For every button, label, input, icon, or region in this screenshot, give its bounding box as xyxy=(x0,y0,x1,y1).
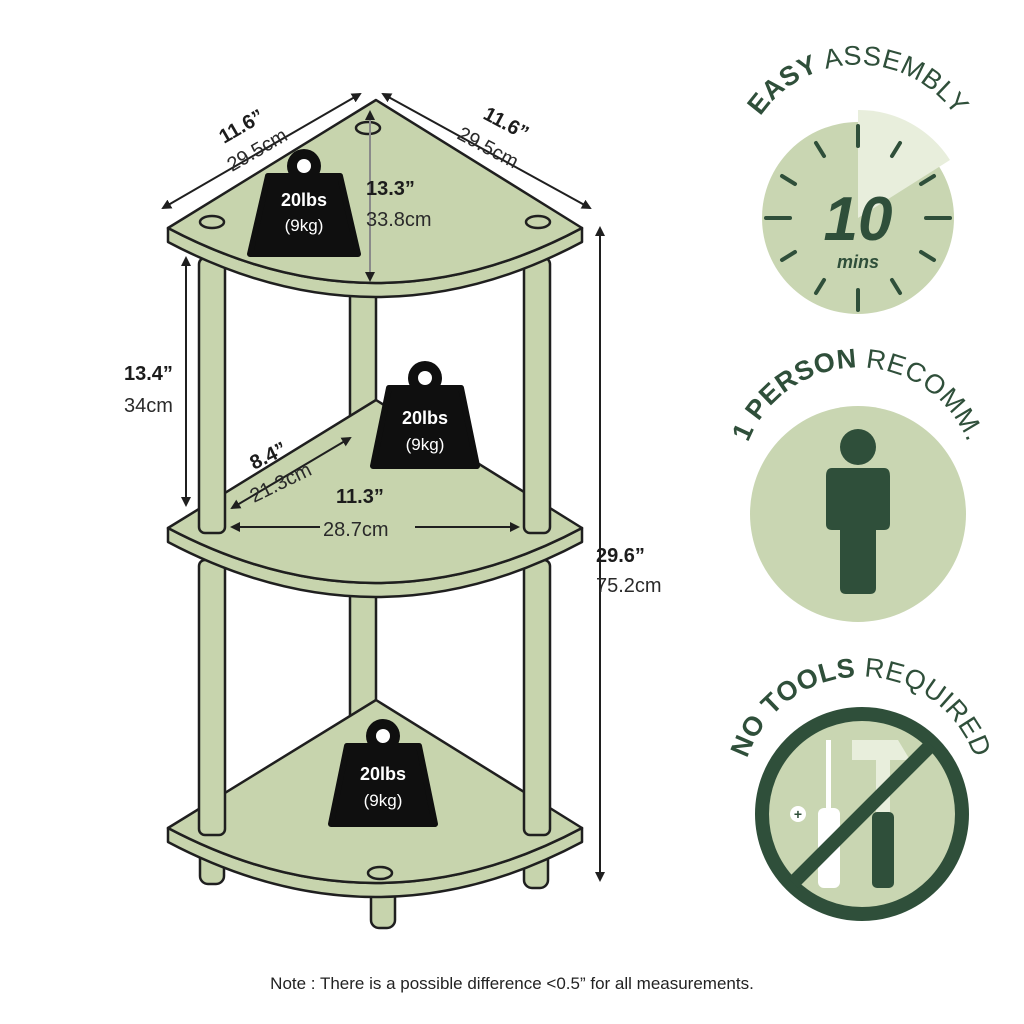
easy-assembly-badge: EASY ASSEMBLY 10 mins xyxy=(741,40,974,314)
no-tools-badge: NO TOOLS REQUIRED + xyxy=(725,652,997,921)
weight-middle-lbs: 20lbs xyxy=(402,408,448,428)
inner-width-in: 11.3” xyxy=(336,486,384,508)
shelf-post-right xyxy=(522,256,552,535)
person-icon xyxy=(826,429,890,594)
weight-middle-kg: (9kg) xyxy=(406,435,445,454)
clock-icon: 10 mins xyxy=(762,109,954,314)
shelf-gap-in: 13.4” xyxy=(124,363,173,385)
inner-width-cm: 28.7cm xyxy=(323,519,389,541)
shelf-post-right xyxy=(522,558,552,837)
total-height-cm: 75.2cm xyxy=(596,575,662,597)
assembly-unit: mins xyxy=(837,252,879,272)
weight-bottom-kg: (9kg) xyxy=(364,791,403,810)
dimension-lines xyxy=(161,92,605,882)
shelf-post-left xyxy=(197,558,227,837)
weight-icon: 20lbs (9kg) xyxy=(370,361,480,469)
svg-text:+: + xyxy=(794,806,802,822)
easy-assembly-label: EASY ASSEMBLY xyxy=(741,40,974,119)
assembly-minutes: 10 xyxy=(824,185,893,254)
weight-top-lbs: 20lbs xyxy=(281,190,327,210)
total-height-in: 29.6” xyxy=(596,545,645,567)
no-symbol-icon xyxy=(755,707,969,921)
weight-icon: 20lbs (9kg) xyxy=(328,719,438,827)
measurement-note: Note : There is a possible difference <0… xyxy=(270,974,754,993)
weight-bottom-lbs: 20lbs xyxy=(360,764,406,784)
top-depth-in: 13.3” xyxy=(366,178,415,200)
one-person-badge: 1 PERSON RECOMM. xyxy=(726,343,990,622)
shelf-gap-cm: 34cm xyxy=(124,395,173,417)
weight-icon: 20lbs (9kg) xyxy=(247,149,361,257)
shelf-middle xyxy=(166,398,584,599)
shelf-post-left xyxy=(197,256,227,535)
weight-top-kg: (9kg) xyxy=(285,216,324,235)
top-depth-cm: 33.8cm xyxy=(366,209,432,231)
